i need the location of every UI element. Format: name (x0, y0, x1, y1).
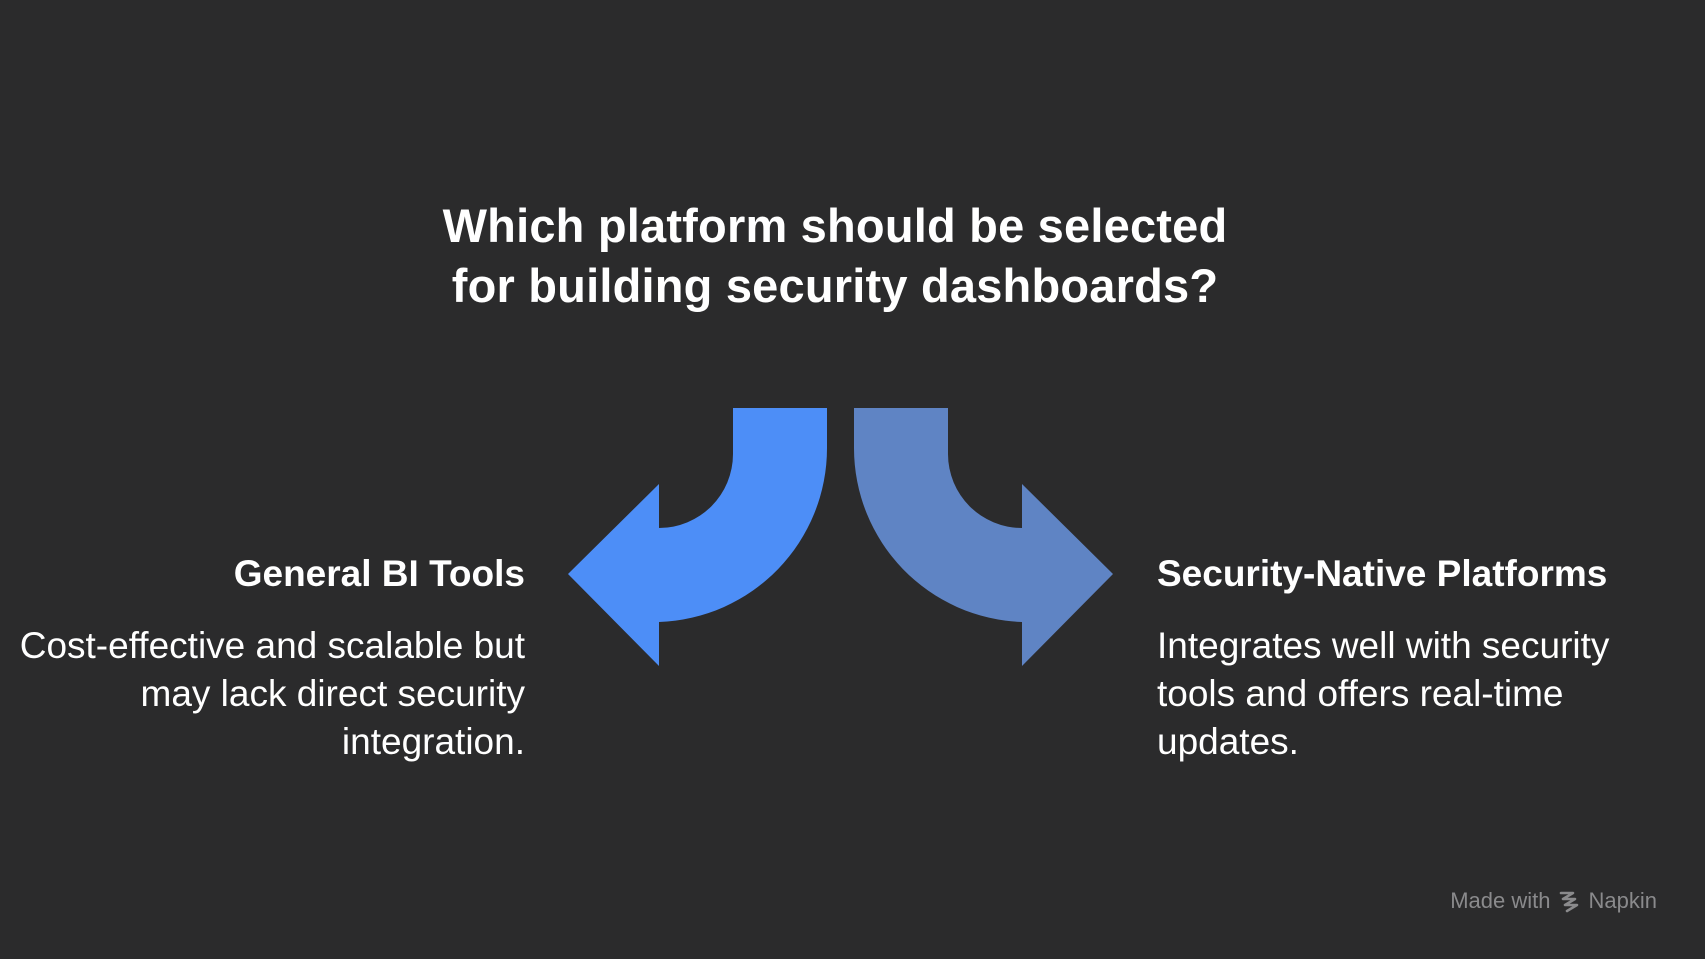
right-arrow-icon (854, 408, 1113, 666)
napkin-watermark[interactable]: Made with Napkin (1450, 888, 1657, 914)
option-heading-security-native: Security-Native Platforms (1157, 553, 1608, 594)
watermark-brand: Napkin (1588, 888, 1657, 913)
left-arrow-icon (568, 408, 828, 666)
option-description-security-native: Integrates well with security tools and … (1157, 625, 1610, 762)
diagram-title: Which platform should be selected for bu… (442, 199, 1228, 312)
watermark-prefix: Made with (1450, 888, 1551, 913)
napkin-logo-icon (1559, 891, 1578, 913)
option-heading-general-bi: General BI Tools (233, 553, 525, 594)
option-description-general-bi: Cost-effective and scalable but may lack… (19, 625, 525, 762)
